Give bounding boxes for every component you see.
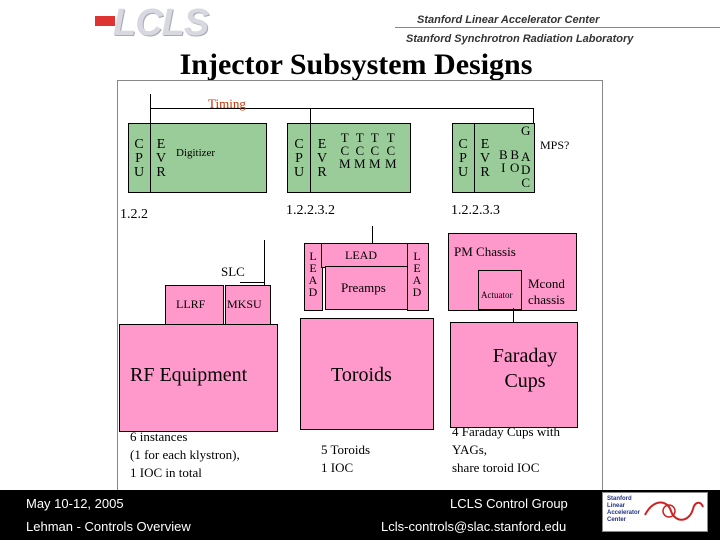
- slc-label: SLC: [221, 264, 245, 279]
- mps-label: MPS?: [540, 138, 570, 152]
- crate-1-digitizer: Digitizer: [176, 147, 216, 159]
- timing-line-horizontal: [150, 108, 533, 109]
- footer-presenter: Lehman - Controls Overview: [26, 519, 191, 534]
- faraday-note-line-2: YAGs,: [452, 442, 488, 457]
- rf-note-line-1: 6 instances: [130, 429, 188, 444]
- slac-logo-word-1: Stanford: [607, 496, 632, 502]
- toroid-connector: [372, 226, 373, 246]
- slac-logo-word-4: Center: [607, 517, 627, 523]
- header-lines: [395, 27, 720, 28]
- timing-label: Timing: [208, 96, 246, 111]
- toroids-note-line-2: 1 IOC: [321, 460, 354, 475]
- crate-1: [128, 123, 267, 193]
- logo-blue-swoosh: [95, 16, 115, 26]
- rf-connector-vertical: [264, 240, 265, 325]
- footer-group: LCLS Control Group: [450, 496, 568, 511]
- slac-logo-swirl-icon: [644, 501, 704, 521]
- rf-equipment-box: [119, 324, 278, 432]
- rf-note-line-3: 1 IOC in total: [130, 465, 202, 480]
- lead-top-label: LEAD: [345, 248, 377, 262]
- logo-text: LCLS: [113, 2, 209, 44]
- toroids-label: Toroids: [331, 364, 392, 386]
- footer-bar: [0, 490, 720, 540]
- org-line-2: Stanford Synchrotron Radiation Laborator…: [406, 33, 634, 45]
- faraday-cups-box: [450, 322, 578, 428]
- slac-logo-word-2: Linear: [607, 503, 626, 509]
- lcls-logo: LCLS: [95, 2, 209, 44]
- crate-3: [452, 123, 535, 193]
- lead-left-box: [304, 243, 323, 311]
- actuator-label: Actuator: [481, 290, 513, 300]
- header-bar: LCLS Stanford Linear Accelerator Center …: [95, 0, 720, 50]
- rf-note-line-2: (1 for each klystron),: [130, 447, 240, 462]
- crate-2: [287, 123, 411, 193]
- toroids-note-line-1: 5 Toroids: [321, 442, 371, 457]
- toroids-box: [300, 318, 434, 430]
- timing-drop-2: [310, 108, 311, 124]
- llrf-label: LLRF: [176, 297, 206, 311]
- faraday-note-line-1: 4 Faraday Cups with: [452, 424, 560, 439]
- crate-3-divider: [474, 123, 475, 192]
- page-title: Injector Subsystem Designs: [179, 48, 533, 81]
- crate-3-id: 1.2.2.3.3: [451, 203, 500, 218]
- pm-chassis-label: PM Chassis: [454, 244, 516, 259]
- slac-footer-logo: Stanford Linear Accelerator Center: [602, 492, 708, 532]
- faraday-cups-label: Faraday Cups: [450, 344, 600, 394]
- slac-logo-text: Stanford Linear Accelerator Center: [607, 496, 640, 524]
- crate-2-divider: [310, 123, 311, 192]
- llrf-box: [165, 285, 224, 327]
- mksu-label: MKSU: [227, 297, 262, 311]
- footer-date: May 10-12, 2005: [26, 496, 124, 511]
- timing-drop-1: [150, 94, 151, 124]
- mcond-chassis-label: Mcond chassis: [528, 276, 565, 308]
- preamps-label: Preamps: [341, 280, 386, 295]
- lead-right-box: [407, 243, 429, 311]
- crate-2-id: 1.2.2.3.2: [286, 203, 335, 218]
- slac-logo-word-3: Accelerator: [607, 510, 641, 516]
- mcond-line-1: Mcond: [528, 276, 565, 291]
- footer-email: Lcls-controls@slac.stanford.edu: [381, 519, 567, 534]
- pm-connector: [513, 308, 514, 322]
- toroids-note: 5 Toroids 1 IOC: [321, 441, 370, 477]
- crate-1-id: 1.2.2: [120, 207, 148, 222]
- actuator-box: [478, 270, 522, 310]
- timing-drop-3: [533, 108, 534, 124]
- faraday-note-line-3: share toroid IOC: [452, 460, 540, 475]
- mcond-line-2: chassis: [528, 292, 565, 307]
- org-line-1: Stanford Linear Accelerator Center: [417, 14, 600, 26]
- faraday-line-2: Cups: [504, 370, 546, 392]
- rf-equipment-label: RF Equipment: [130, 364, 248, 386]
- slc-connector: [240, 282, 264, 283]
- faraday-line-1: Faraday: [492, 345, 558, 367]
- crate-1-divider: [150, 123, 151, 192]
- faraday-note: 4 Faraday Cups with YAGs, share toroid I…: [452, 423, 560, 477]
- diagram-frame: [117, 80, 603, 491]
- rf-note: 6 instances (1 for each klystron), 1 IOC…: [130, 428, 240, 482]
